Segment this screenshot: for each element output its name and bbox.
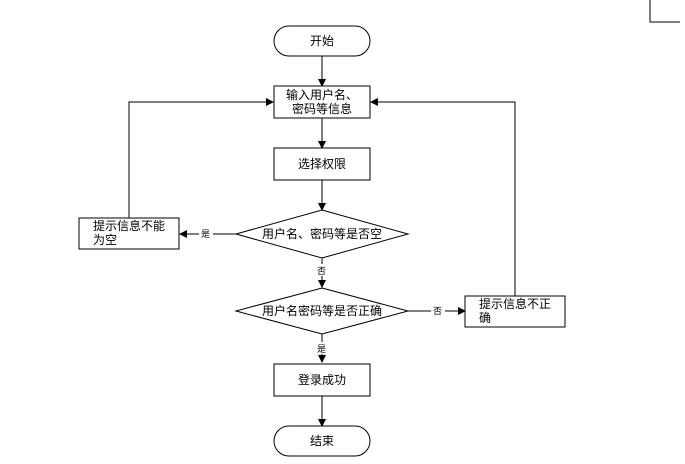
edge-incorrect-msg-loop — [370, 98, 516, 296]
incorrect-message-node — [464, 295, 566, 328]
start-node-label: 开始 — [310, 34, 334, 48]
edge-label-yes-correct: 是 — [317, 344, 326, 355]
edge-empty-msg-loop — [128, 98, 274, 218]
page-corner-mark — [649, 0, 680, 23]
empty-message-label-line1: 提示信息不能 — [93, 218, 165, 233]
select-permission-node — [273, 147, 371, 181]
label-bg-yes-correct — [316, 342, 329, 354]
input-node-label-line1: 输入用户名、 — [286, 87, 358, 102]
login-success-node — [273, 363, 371, 397]
incorrect-message-label-line1: 提示信息不正 — [479, 296, 551, 311]
check-empty-label: 用户名、密码等是否空 — [262, 226, 382, 241]
start-node — [273, 25, 371, 57]
label-bg-yes-empty — [199, 227, 213, 240]
empty-message-node — [78, 217, 180, 250]
edge-label-no-empty: 否 — [317, 266, 326, 277]
end-node-label: 结束 — [310, 434, 334, 448]
login-success-label: 登录成功 — [298, 372, 346, 387]
edge-label-no-correct: 否 — [433, 306, 442, 317]
incorrect-message-label-line2: 确 — [479, 311, 491, 325]
check-empty-decision — [234, 209, 410, 259]
label-bg-no-empty — [316, 264, 329, 276]
edge-label-yes-empty: 是 — [201, 229, 210, 240]
check-correct-label: 用户名密码等是否正确 — [262, 303, 382, 318]
check-correct-decision — [234, 287, 410, 335]
select-permission-label: 选择权限 — [298, 157, 346, 171]
label-bg-no-correct — [431, 304, 445, 317]
empty-message-label-line2: 为空 — [93, 233, 117, 247]
end-node — [273, 425, 371, 457]
input-node — [273, 85, 371, 119]
input-node-label-line2: 密码等信息 — [292, 101, 352, 116]
